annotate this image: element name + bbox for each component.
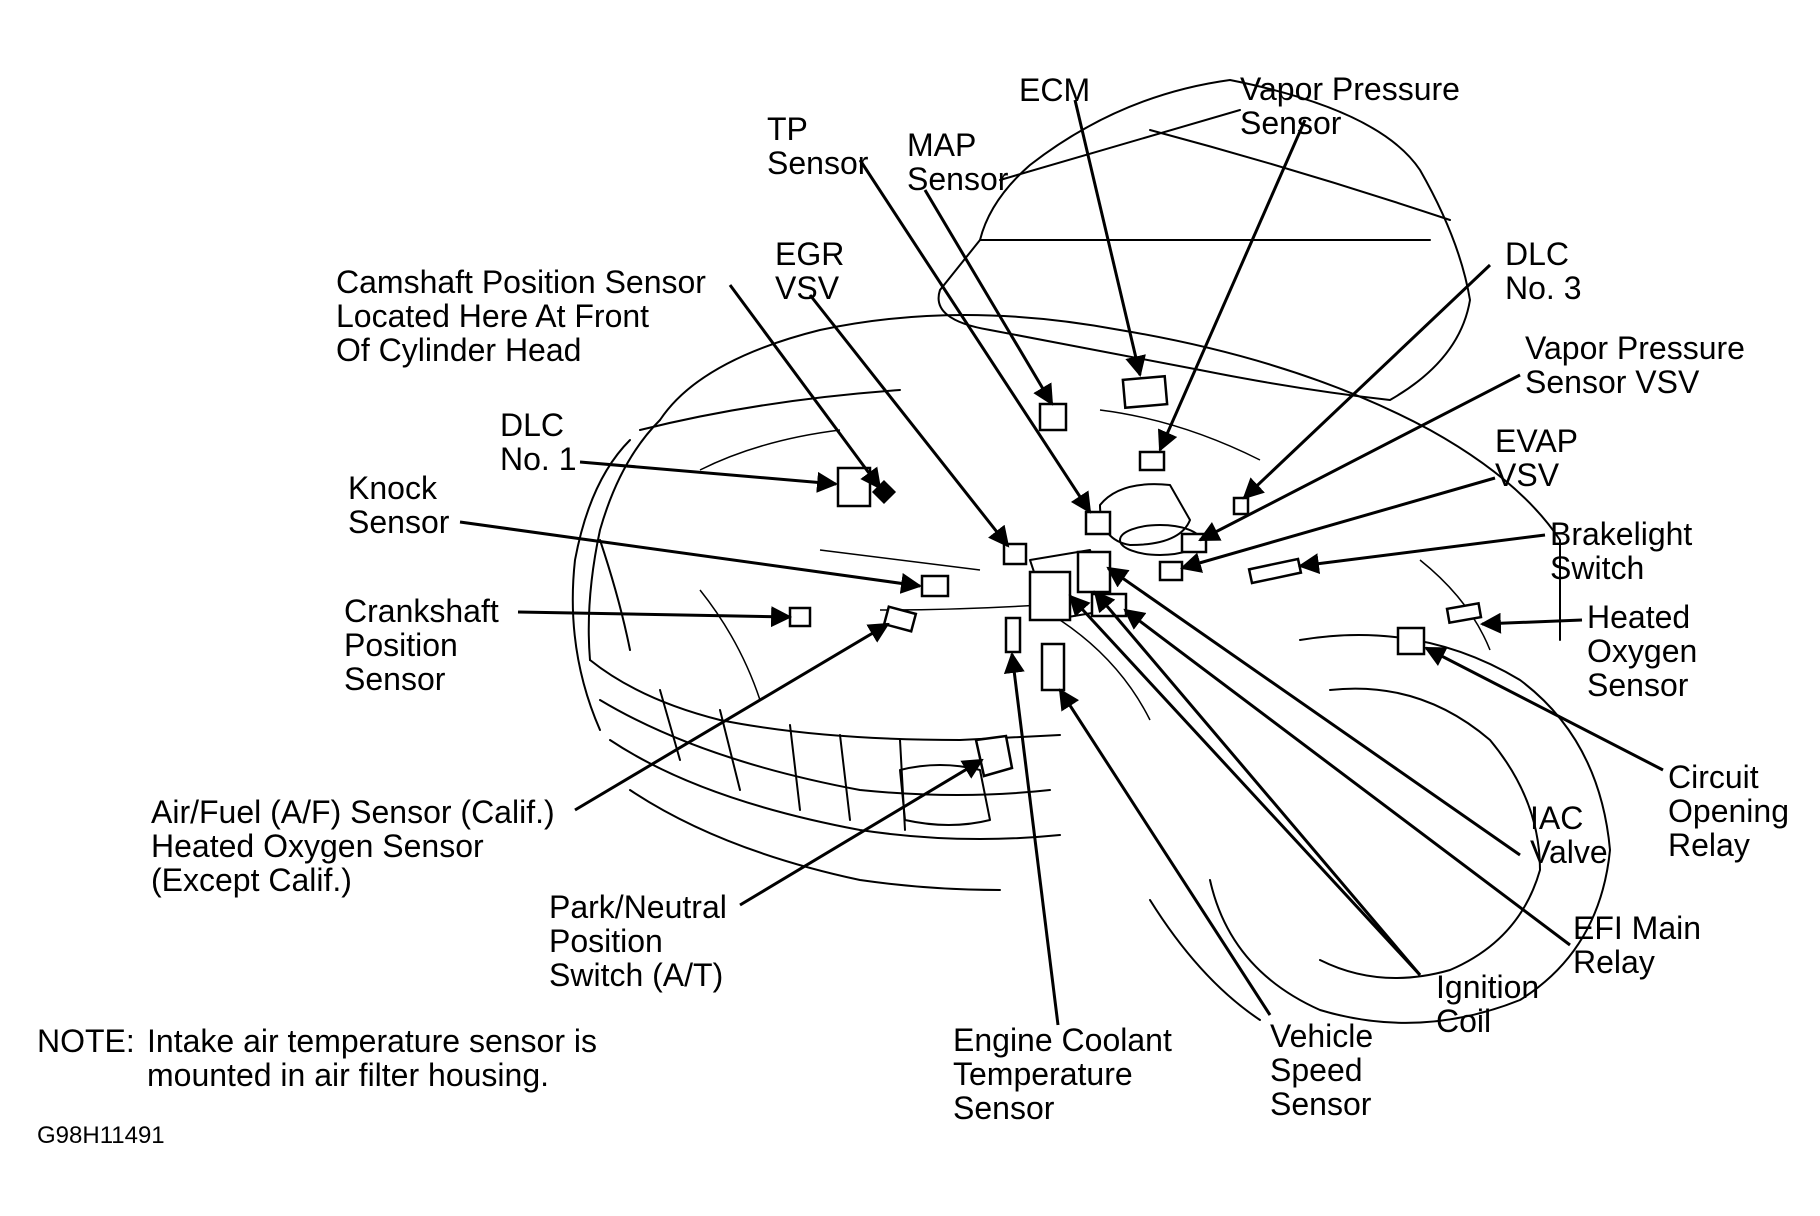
crankshaft-sensor-icon [788,606,812,628]
heated-oxygen-sensor-icon [1445,601,1483,625]
iac-valve-icon [1076,550,1112,594]
vehicle-speed-sensor-icon [1040,642,1066,692]
vapor-pressure-vsv-icon [1180,532,1208,554]
label-vapor-pressure-sensor-vsv: Vapor Pressure Sensor VSV [1525,330,1754,400]
brakelight-switch-icon [1247,557,1303,585]
knock-sensor-icon [920,574,950,598]
label-camshaft-position-sensor: Camshaft Position Sensor Located Here At… [336,264,715,368]
evap-vsv-icon [1158,560,1184,582]
label-egr-vsv: EGR VSV [775,236,853,306]
label-evap-vsv: EVAP VSV [1495,423,1586,493]
ect-sensor-icon [1004,616,1022,654]
label-circuit-opening-relay: Circuit Opening Relay [1668,759,1798,863]
label-crankshaft-position-sensor: Crankshaft Position Sensor [344,593,508,697]
ignition-coil-icon [1028,570,1072,622]
note-prefix: NOTE: [37,1023,135,1059]
efi-relay-icon [1090,592,1128,618]
label-dlc3: DLC No. 3 [1505,236,1581,306]
label-vapor-pressure-sensor: Vapor Pressure Sensor [1240,71,1469,141]
component-labels: ECM Vapor Pressure Sensor TP Sensor MAP … [151,71,1798,1126]
circuit-opening-relay-icon [1396,626,1426,656]
label-knock-sensor: Knock Sensor [348,470,450,540]
note-text: Intake air temperature sensor is mounted… [147,1023,606,1093]
figure-code: G98H11491 [37,1122,165,1149]
tp-sensor-icon [1084,510,1112,536]
label-dlc1: DLC No. 1 [500,407,576,477]
label-ecm: ECM [1019,72,1090,108]
footnote: NOTE: Intake air temperature sensor is m… [37,1023,606,1149]
label-vehicle-speed-sensor: Vehicle Speed Sensor [1270,1018,1382,1122]
label-iac-valve: IAC Valve [1530,800,1608,870]
label-af-sensor: Air/Fuel (A/F) Sensor (Calif.) Heated Ox… [151,794,564,898]
egr-vsv-icon [1002,542,1028,566]
label-engine-coolant-temperature-sensor: Engine Coolant Temperature Sensor [953,1022,1181,1126]
label-heated-oxygen-sensor: Heated Oxygen Sensor [1587,599,1706,703]
label-map-sensor: MAP Sensor [907,127,1009,197]
ecm-box-icon [1121,374,1169,410]
component-parts [788,374,1483,778]
label-tp-sensor: TP Sensor [767,111,869,181]
vapor-pressure-sensor-icon [1138,450,1166,472]
leader-lines [459,99,1664,1026]
dlc1-icon [836,466,872,508]
map-sensor-icon [1038,402,1068,432]
label-brakelight-switch: Brakelight Switch [1550,516,1701,586]
af-sensor-icon [882,605,918,633]
dlc3-icon [1232,496,1250,516]
label-ignition-coil: Ignition Coil [1436,969,1548,1039]
park-neutral-switch-icon [974,734,1014,778]
label-efi-main-relay: EFI Main Relay [1573,910,1710,980]
label-park-neutral-switch: Park/Neutral Position Switch (A/T) [549,889,736,993]
